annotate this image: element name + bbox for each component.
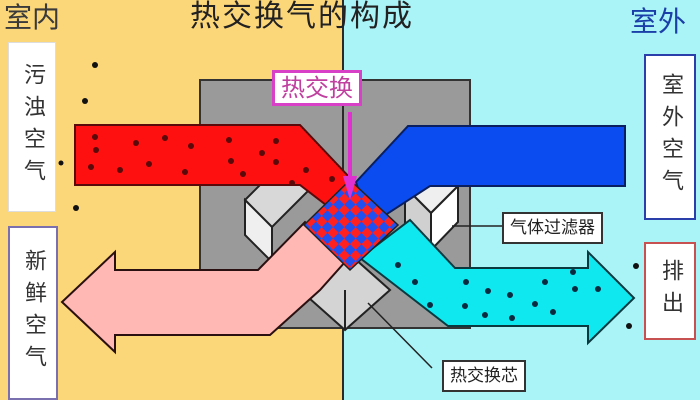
heat-exchange-core — [302, 178, 400, 272]
outdoor-header: 室外 — [629, 5, 686, 38]
diagram-title: 热交换气的构成 — [190, 0, 414, 34]
dirty-air-particles — [88, 134, 335, 186]
scatter-dots — [58, 62, 639, 329]
heat-exchange-core-label: 热交换芯 — [442, 360, 526, 392]
fresh-air-flow — [60, 220, 347, 355]
dirty-air-label: 污浊空气 — [8, 42, 56, 212]
indoor-header: 室内 — [4, 1, 61, 34]
exhaust-particles — [395, 262, 601, 321]
exhaust-flow — [358, 218, 636, 346]
heat-exchange-callout: 热交换 — [272, 70, 362, 106]
outdoor-air-label: 室外空气 — [644, 54, 696, 220]
gas-filter-label: 气体过滤器 — [502, 212, 603, 244]
fresh-air-label: 新鲜空气 — [8, 226, 58, 400]
exhaust-label: 排出 — [644, 242, 696, 340]
